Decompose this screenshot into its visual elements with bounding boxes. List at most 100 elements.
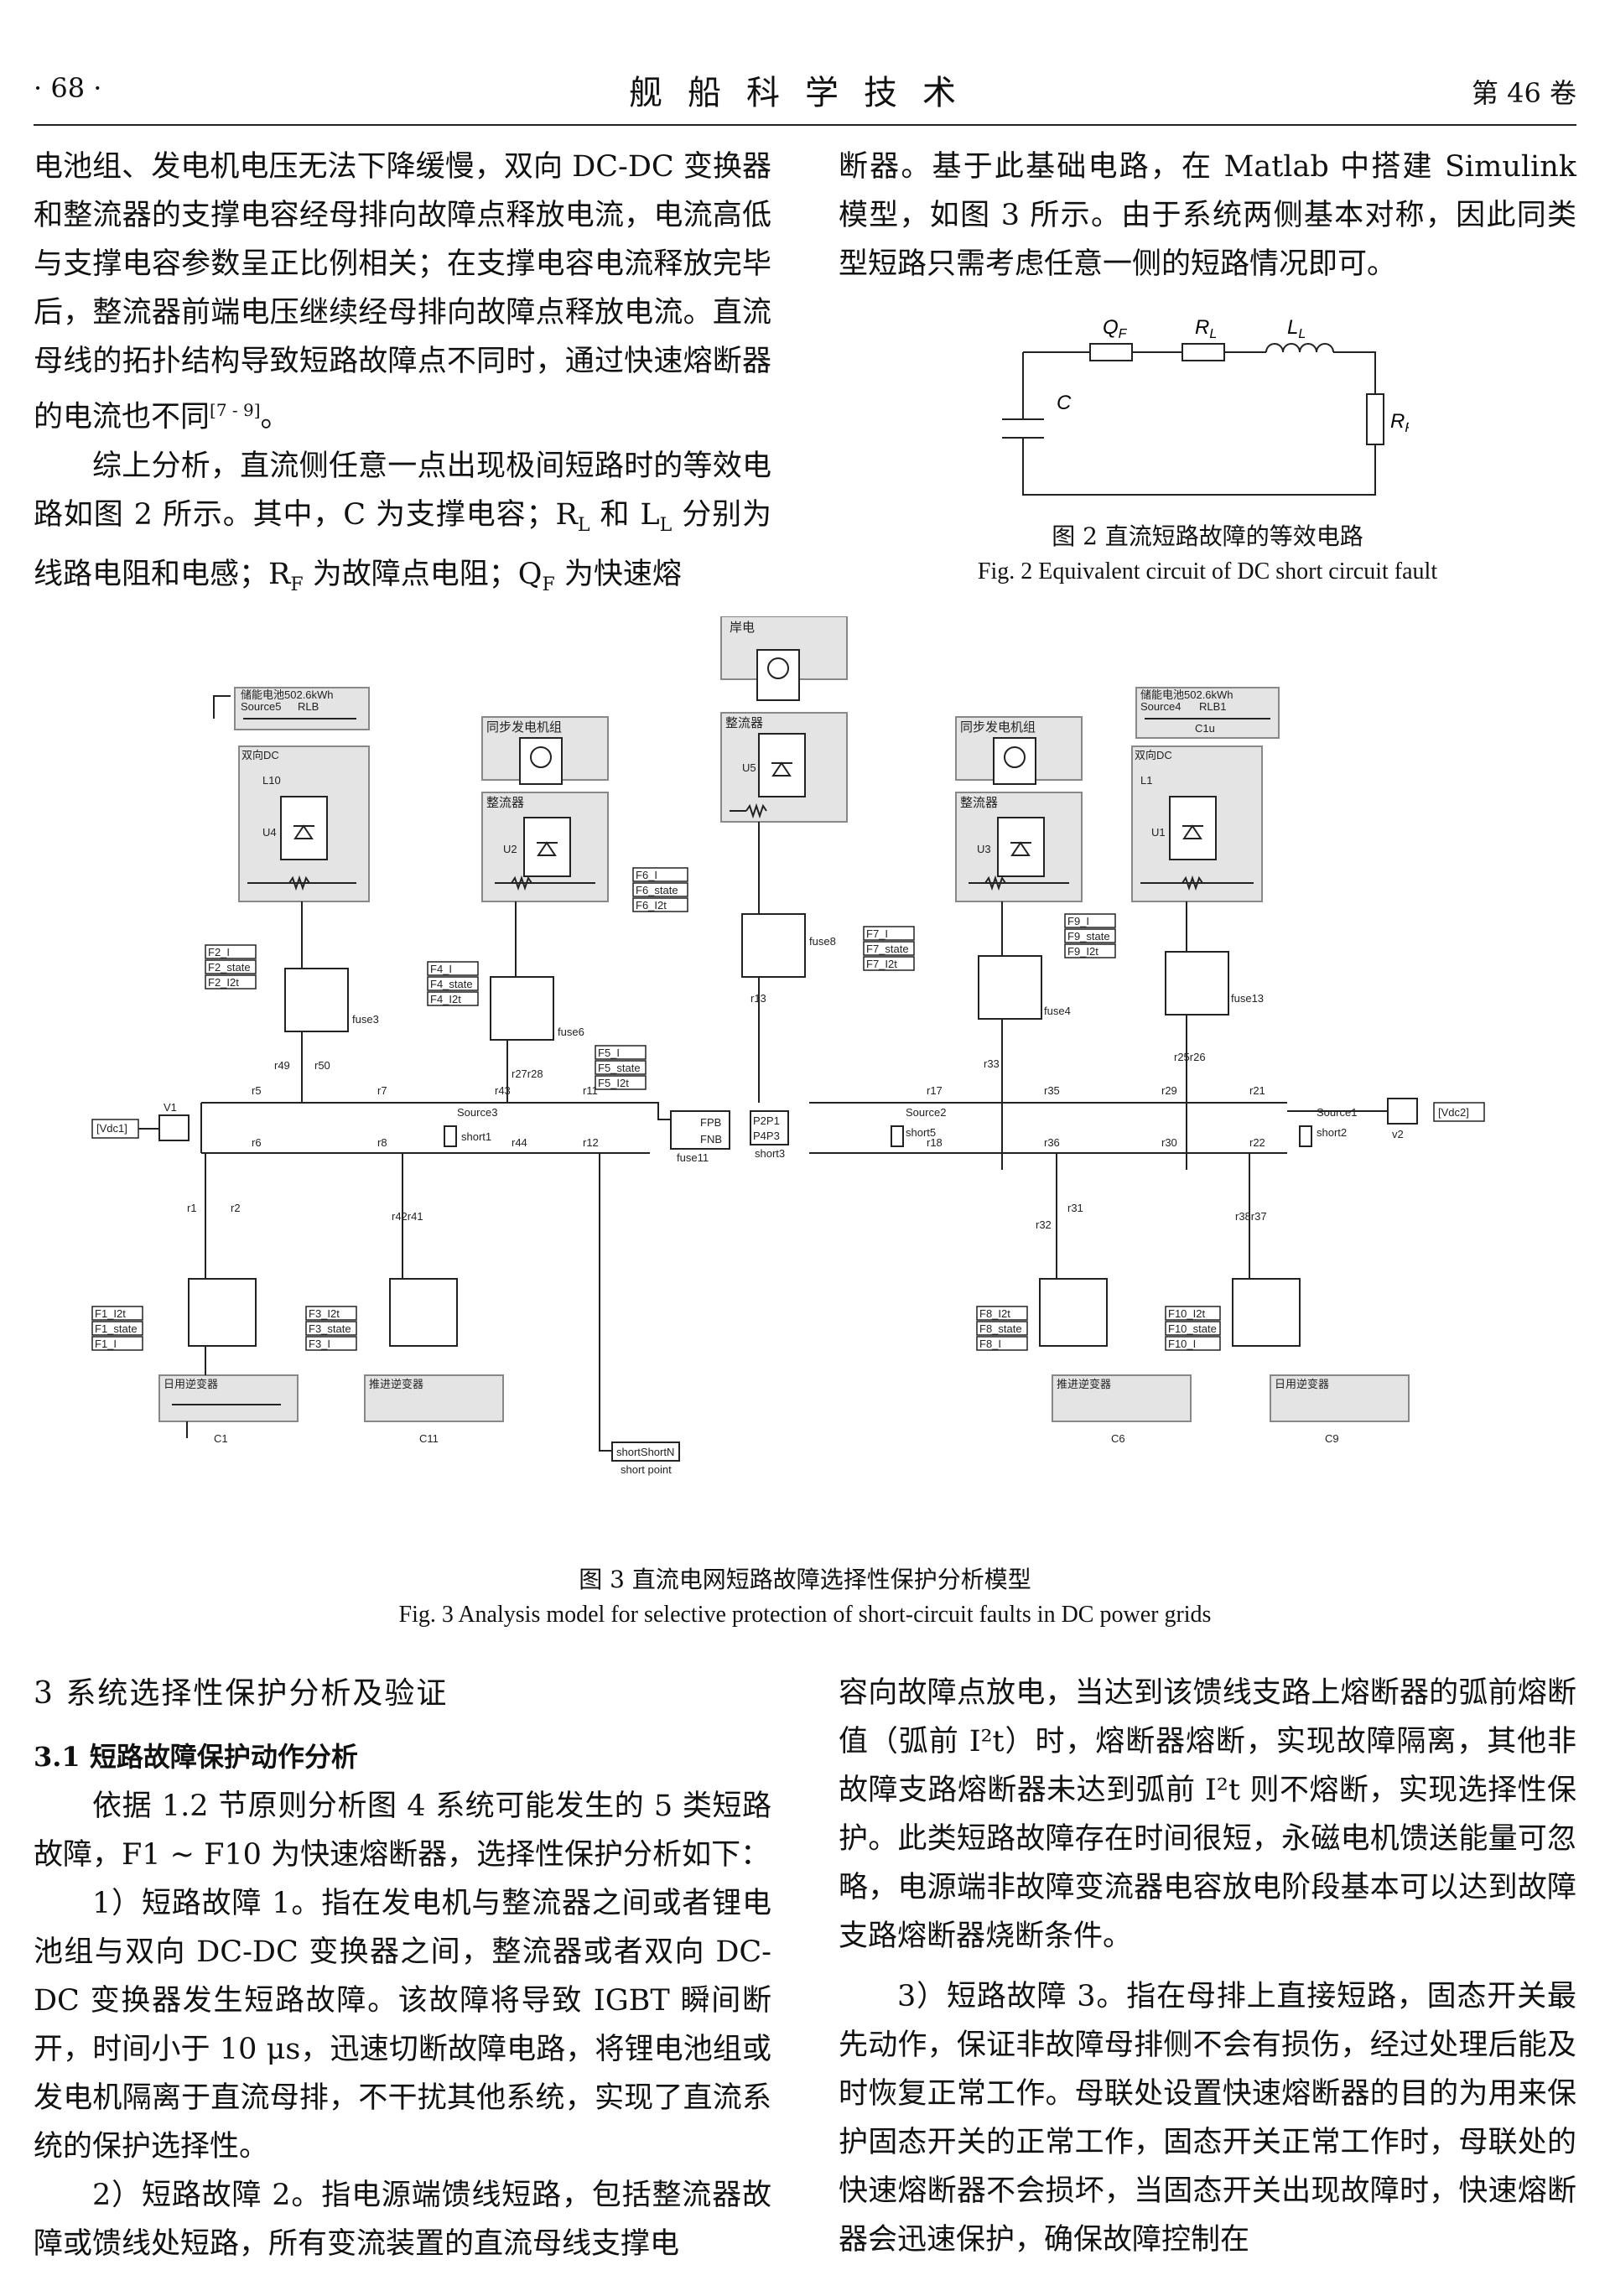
f4-tags: F4_I F4_state F4_I2t bbox=[427, 961, 479, 1006]
f2-tags: F2_I F2_state F2_I2t bbox=[205, 944, 257, 990]
svg-text:F9_state: F9_state bbox=[1067, 930, 1110, 943]
svg-text:Source2: Source2 bbox=[906, 1106, 946, 1119]
paragraph: 2）短路故障 2。指电源端馈线短路，包括整流器故障或馈线处短路，所有变流装置的直… bbox=[34, 2179, 771, 2261]
svg-text:推进逆变器: 推进逆变器 bbox=[369, 1378, 423, 1390]
f5-tags: F5_I F5_state F5_I2t bbox=[595, 1045, 647, 1090]
subscript: F bbox=[542, 574, 555, 595]
fuse13-block: fuse13 bbox=[1165, 951, 1264, 1016]
generator-icon bbox=[1004, 746, 1026, 768]
u1-label: U1 bbox=[1151, 826, 1166, 839]
battery-left-panel bbox=[234, 687, 370, 730]
daily-inverter-right bbox=[1270, 1374, 1410, 1422]
paragraph-text: 电池组、发电机电压无法下降缓慢，双向 DC-DC 变换器和整流器的支撑电容经母排… bbox=[34, 150, 771, 434]
shore-source-block bbox=[756, 649, 800, 701]
svg-text:F5_I2t: F5_I2t bbox=[598, 1077, 629, 1089]
svg-text:F6_I: F6_I bbox=[636, 869, 657, 881]
v2-meter bbox=[1387, 1098, 1418, 1125]
f6-tags: F6_I F6_state F6_I2t bbox=[632, 867, 688, 912]
f8-tags: F8_I2t F8_state F8_I bbox=[976, 1306, 1028, 1351]
l1-label: L1 bbox=[1140, 774, 1152, 787]
header-rule bbox=[34, 124, 1576, 126]
bidir-dc-left-label: 双向DC bbox=[242, 749, 279, 761]
fuse11-block bbox=[670, 1110, 730, 1150]
battery-left-label: 储能电池502.6kWh bbox=[241, 688, 334, 701]
battery-right-label: 储能电池502.6kWh bbox=[1140, 688, 1233, 701]
propulsion-inverter-left bbox=[364, 1374, 504, 1422]
source5-label: Source5 bbox=[241, 700, 281, 713]
section-3-title: 3 系统选择性保护分析及验证 bbox=[34, 1676, 449, 1711]
rl-label: RL bbox=[1195, 316, 1217, 341]
paragraph: 容向故障点放电，当达到该馈线支路上熔断器的弧前熔断值（弧前 I²t）时，熔断器熔… bbox=[839, 1676, 1576, 1953]
svg-text:C6: C6 bbox=[1111, 1432, 1125, 1445]
svg-text:F4_state: F4_state bbox=[430, 978, 473, 990]
right-column-bottom: 容向故障点放电，当达到该馈线支路上熔断器的弧前熔断值（弧前 I²t）时，熔断器熔… bbox=[839, 1669, 1576, 2264]
svg-text:F6_I2t: F6_I2t bbox=[636, 899, 667, 912]
svg-text:F8_I2t: F8_I2t bbox=[979, 1307, 1010, 1320]
svg-text:r8: r8 bbox=[377, 1136, 387, 1149]
sync-gen-right-block bbox=[993, 737, 1036, 785]
rlb1-label: RLB1 bbox=[1199, 700, 1227, 713]
short3-switch bbox=[750, 1110, 789, 1145]
svg-text:FNB: FNB bbox=[700, 1133, 722, 1145]
svg-text:F1_I: F1_I bbox=[95, 1338, 117, 1350]
qf-label: QF bbox=[1103, 316, 1128, 341]
left-column-bottom: 依据 1.2 节原则分析图 4 系统可能发生的 5 类短路故障，F1 ~ F10… bbox=[34, 1782, 771, 2268]
figure-2-caption-en: Fig. 2 Equivalent circuit of DC short ci… bbox=[977, 558, 1438, 584]
propulsion-inverter-right bbox=[1052, 1374, 1192, 1422]
right-column-top: 断器。基于此基础电路，在 Matlab 中搭建 Simulink 模型，如图 3… bbox=[839, 143, 1576, 288]
vdc2-tag bbox=[1433, 1102, 1485, 1122]
svg-text:F7_I2t: F7_I2t bbox=[866, 958, 897, 970]
svg-text:r17: r17 bbox=[927, 1084, 943, 1097]
svg-text:F4_I: F4_I bbox=[430, 963, 452, 975]
rectifier-label: 整流器 bbox=[725, 716, 763, 730]
sync-gen-right-label: 同步发电机组 bbox=[960, 720, 1036, 735]
daily-inverter-left bbox=[158, 1374, 299, 1422]
paragraph-text: 为故障点电阻；Q bbox=[303, 557, 543, 591]
svg-text:Source1: Source1 bbox=[1317, 1106, 1357, 1119]
svg-text:FPB: FPB bbox=[700, 1116, 721, 1129]
sync-gen-left-label: 同步发电机组 bbox=[486, 720, 562, 735]
paragraph-text: 综上分析，直流侧任意一点出现极间短路时的等效电路如图 2 所示。其中，C 为支撑… bbox=[34, 449, 771, 532]
svg-text:r12: r12 bbox=[583, 1136, 599, 1149]
svg-text:r21: r21 bbox=[1249, 1084, 1265, 1097]
sync-gen-left-block bbox=[519, 737, 563, 785]
svg-text:short3: short3 bbox=[755, 1147, 785, 1160]
svg-text:r1: r1 bbox=[187, 1202, 197, 1214]
svg-text:C9: C9 bbox=[1325, 1432, 1339, 1445]
short2-switch bbox=[1299, 1125, 1312, 1147]
svg-text:r35: r35 bbox=[1044, 1084, 1060, 1097]
section-3-1-title: 3.1 短路故障保护动作分析 bbox=[34, 1741, 358, 1773]
paragraph: 依据 1.2 节原则分析图 4 系统可能发生的 5 类短路故障，F1 ~ F10… bbox=[34, 1790, 771, 1872]
svg-text:F5_state: F5_state bbox=[598, 1062, 641, 1074]
svg-text:r2: r2 bbox=[231, 1202, 241, 1214]
figure-2-circuit: QF RL LL C RF bbox=[1002, 316, 1409, 496]
paragraph: 1）短路故障 1。指在发电机与整流器之间或者锂电池组与双向 DC-DC 变换器之… bbox=[34, 1887, 771, 2164]
svg-text:short5: short5 bbox=[906, 1126, 936, 1139]
c-label: C bbox=[1057, 392, 1072, 414]
fuse3-label: fuse3 bbox=[352, 1013, 379, 1026]
l10-label: L10 bbox=[262, 774, 281, 787]
subscript: F bbox=[290, 574, 304, 595]
r13-label: r13 bbox=[750, 992, 766, 1005]
source4-label: Source4 bbox=[1140, 700, 1181, 713]
paragraph-text: 为快速熔 bbox=[554, 557, 682, 591]
paragraph-text: 。 bbox=[260, 400, 290, 434]
svg-text:F2_state: F2_state bbox=[208, 961, 251, 974]
svg-text:short2: short2 bbox=[1317, 1126, 1347, 1139]
svg-text:日用逆变器: 日用逆变器 bbox=[1275, 1378, 1329, 1390]
svg-text:r44: r44 bbox=[512, 1136, 527, 1149]
u3-block bbox=[997, 817, 1045, 877]
svg-text:F5_I: F5_I bbox=[598, 1047, 620, 1059]
svg-text:r18: r18 bbox=[927, 1136, 943, 1149]
fuse3-block: fuse3 bbox=[284, 968, 379, 1032]
svg-text:r11: r11 bbox=[583, 1084, 598, 1097]
figure-2-caption-cn: 图 2 直流短路故障的等效电路 bbox=[1052, 522, 1363, 550]
svg-text:r43: r43 bbox=[495, 1084, 511, 1097]
shore-power-label: 岸电 bbox=[730, 621, 755, 635]
svg-text:[Vdc1]: [Vdc1] bbox=[96, 1122, 127, 1135]
f1-tags: F1_I2t F1_state F1_I bbox=[91, 1306, 143, 1351]
figure-3-caption-en: Fig. 3 Analysis model for selective prot… bbox=[398, 1602, 1212, 1628]
svg-text:F3_I2t: F3_I2t bbox=[309, 1307, 340, 1320]
fuse13-label: fuse13 bbox=[1231, 992, 1264, 1005]
svg-text:F1_state: F1_state bbox=[95, 1322, 138, 1335]
